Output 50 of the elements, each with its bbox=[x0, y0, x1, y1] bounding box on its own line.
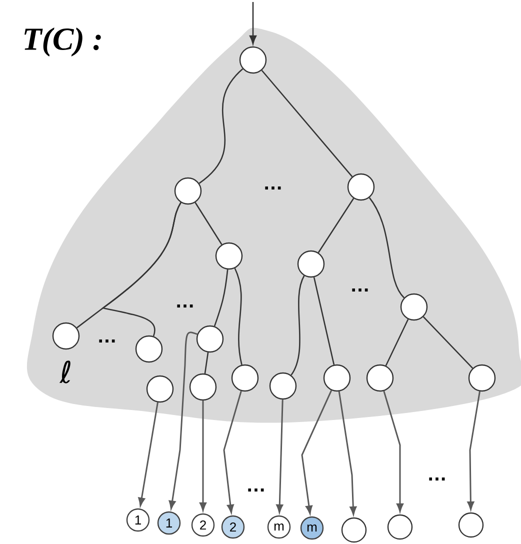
leaf-label: ℓ bbox=[59, 360, 70, 384]
arrow bbox=[138, 402, 158, 506]
ellipsis: … bbox=[177, 304, 193, 308]
tree-edge bbox=[290, 276, 305, 376]
output-circle bbox=[387, 514, 413, 540]
tree-node bbox=[269, 372, 297, 400]
tree-node bbox=[231, 364, 259, 392]
tree-node bbox=[215, 242, 243, 270]
tree-node bbox=[468, 364, 496, 392]
arrow bbox=[467, 391, 480, 510]
ellipsis: … bbox=[352, 288, 368, 292]
ellipsis: … bbox=[99, 340, 115, 342]
tree-edge bbox=[422, 316, 474, 369]
tree-edge bbox=[368, 197, 405, 298]
tree-node bbox=[189, 373, 217, 401]
tree-edge bbox=[198, 68, 244, 184]
arrow bbox=[200, 400, 206, 511]
tree-node bbox=[347, 173, 375, 201]
tree-node bbox=[196, 325, 224, 353]
arrow bbox=[249, 2, 257, 44]
ellipsis: … bbox=[429, 478, 445, 480]
tree-node bbox=[135, 335, 163, 363]
tree-edge bbox=[194, 202, 222, 245]
tree-node bbox=[366, 364, 394, 392]
ellipsis: … bbox=[248, 488, 264, 492]
tree-node bbox=[174, 177, 202, 205]
title: T(C) : bbox=[24, 28, 101, 56]
tree-edge bbox=[234, 268, 242, 365]
tree-node bbox=[400, 293, 428, 321]
arrow bbox=[223, 390, 242, 514]
tree-node bbox=[297, 250, 325, 278]
ellipsis: … bbox=[265, 186, 281, 190]
tree-edge bbox=[204, 352, 209, 374]
arrow bbox=[301, 390, 332, 514]
tree-edge bbox=[313, 277, 335, 365]
tree-edge bbox=[102, 202, 182, 336]
tree-edge bbox=[318, 198, 354, 253]
tree-edge bbox=[385, 318, 409, 366]
tree-edge bbox=[214, 269, 228, 326]
tree-node bbox=[323, 364, 351, 392]
arrow bbox=[383, 390, 404, 512]
arrow bbox=[338, 391, 357, 515]
tree-node bbox=[146, 375, 174, 403]
output-circle bbox=[458, 512, 484, 538]
output-circle bbox=[341, 517, 367, 543]
arrow bbox=[168, 332, 198, 510]
tree-edge bbox=[261, 70, 353, 178]
tree-node bbox=[239, 46, 267, 74]
arrow bbox=[276, 400, 284, 513]
tree-node bbox=[52, 322, 80, 350]
